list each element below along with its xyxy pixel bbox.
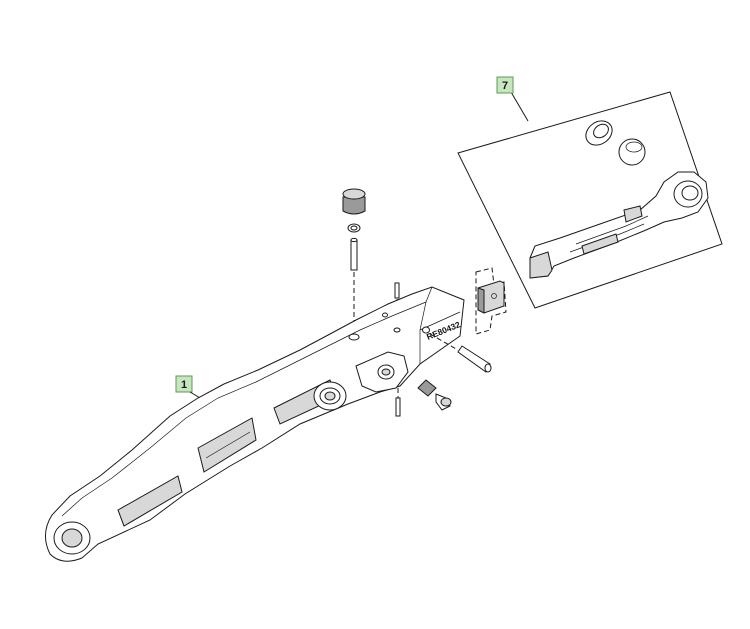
callout-1: 1 xyxy=(175,375,193,393)
washer xyxy=(347,223,361,233)
callout-1-box xyxy=(175,375,193,393)
roll-pin-upper xyxy=(394,282,400,299)
replacement-link-arm xyxy=(529,171,709,279)
roll-pin-lower xyxy=(395,397,401,417)
ball-joint xyxy=(618,138,646,166)
cap xyxy=(342,188,366,215)
callout-7-leader xyxy=(510,91,529,122)
lower-link-arm: RE80432 xyxy=(45,286,465,562)
callout-7: 7 xyxy=(496,76,514,94)
clip-block xyxy=(477,280,505,314)
side-pin-axis xyxy=(429,333,459,351)
callout-1-label: 1 xyxy=(181,379,187,391)
side-pin xyxy=(457,345,492,373)
kit-7-group xyxy=(457,91,723,309)
kit-7-frame xyxy=(457,91,723,309)
dashed-clip-outline xyxy=(475,267,507,335)
callout-7-label: 7 xyxy=(502,80,508,92)
set-screw xyxy=(417,379,452,411)
callout-7-box xyxy=(496,76,514,94)
bushing-ring xyxy=(585,120,613,146)
vertical-pin xyxy=(350,237,358,271)
